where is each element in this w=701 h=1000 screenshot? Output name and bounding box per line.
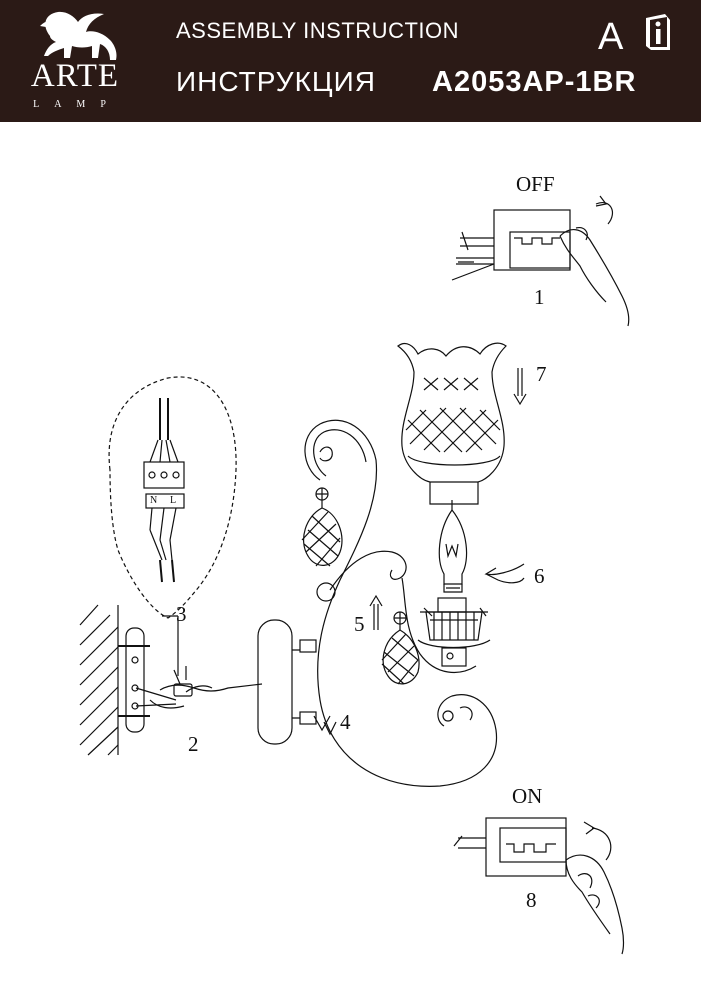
crystal-pendant-right [381,611,420,685]
step-2-label: 2 [188,732,199,756]
arrow-step7 [513,368,527,406]
step-6-label: 6 [534,564,545,588]
terminal-n-label: N [150,495,158,506]
screw-upper [299,639,317,653]
step-5-label: 5 [354,612,365,636]
step-7-label: 7 [536,362,547,386]
ornamental-arm [304,419,498,787]
title-russian: ИНСТРУКЦИЯ [176,66,376,97]
step-4-label: 4 [340,710,351,734]
header-bar: ARTE LAMP ASSEMBLY INSTRUCTION ИНСТРУКЦИ… [0,0,701,122]
switch-on-label: ON [512,784,543,808]
screw-lower [299,711,317,725]
arrow-step5 [369,594,383,630]
version-letter: A [598,16,624,58]
terminal-l-label: L [170,495,177,506]
info-book-icon: i [643,12,673,52]
assembly-diagram [79,195,630,955]
arrow-step4 [323,721,337,736]
brand-subtitle: LAMP [33,99,121,110]
switch-on-illustration [453,817,625,955]
mounting-bracket [118,615,263,733]
arrow-step6 [484,563,525,584]
wall-hatch [79,604,119,756]
switch-off-illustration [451,195,630,327]
step-1-label: 1 [534,285,545,309]
step-3-label: 3 [176,602,187,626]
bulb-icon [438,500,468,593]
wiring-callout [108,376,237,619]
switch-off-label: OFF [516,172,555,196]
brand-name: ARTE [30,58,120,94]
crystal-pendant-left [301,487,343,567]
step-8-label: 8 [526,888,537,912]
lamp-backplate [257,619,293,745]
title-english: ASSEMBLY INSTRUCTION [176,18,460,43]
candle-cup [417,597,491,667]
glass-shade [396,342,507,505]
model-number: A2053AP-1BR [432,66,637,98]
griffin-logo-icon [40,11,117,60]
